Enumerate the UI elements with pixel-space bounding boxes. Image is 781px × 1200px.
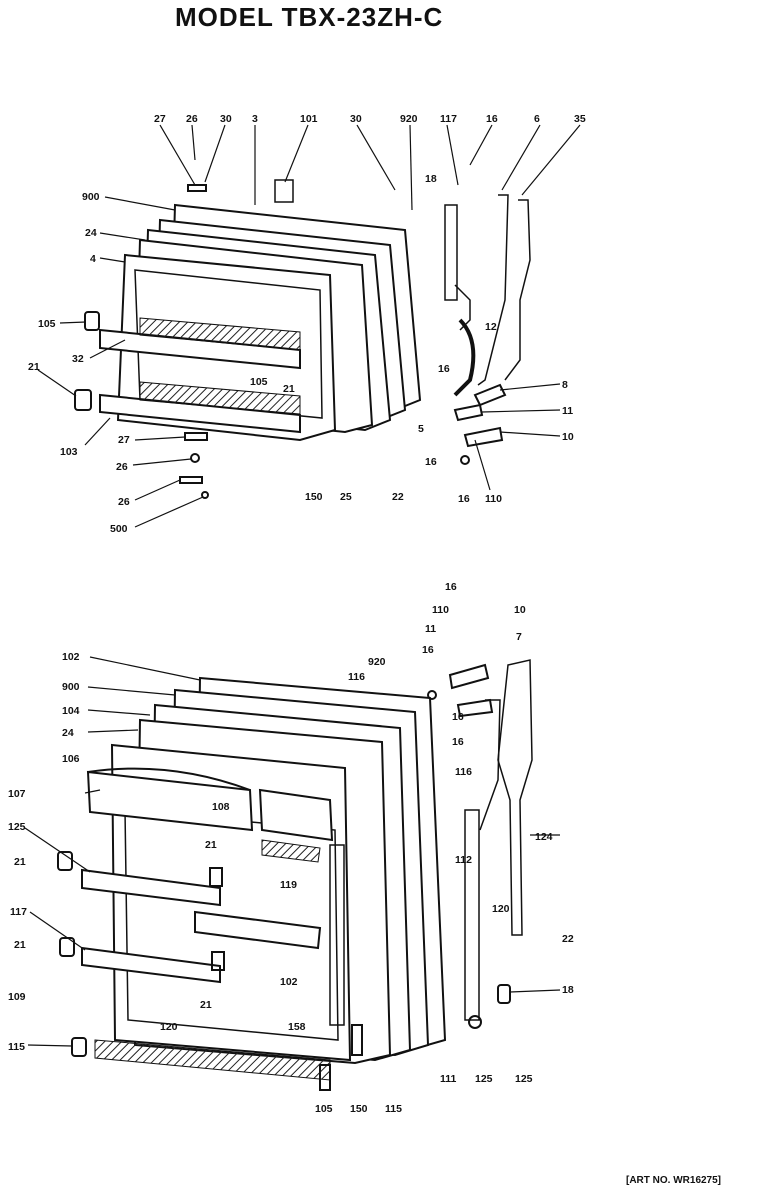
callout-label: 158	[288, 1021, 306, 1033]
callout-label: 21	[205, 839, 217, 851]
callout-label: 22	[562, 933, 574, 945]
callout-label: 920	[368, 656, 386, 668]
callout-label: 21	[28, 361, 40, 373]
callout-label: 3	[252, 113, 258, 125]
callout-label: 35	[574, 113, 586, 125]
callout-label: 26	[186, 113, 198, 125]
callout-label: 30	[350, 113, 362, 125]
callout-label: 21	[283, 383, 295, 395]
callout-label: 21	[14, 856, 26, 868]
callout-label: 500	[110, 523, 128, 535]
callout-label: 105	[250, 376, 268, 388]
callout-label: 22	[392, 491, 404, 503]
callout-label: 16	[452, 711, 464, 723]
callout-label: 115	[385, 1103, 402, 1115]
callout-label: 16	[458, 493, 470, 505]
callout-label: 102	[62, 651, 80, 663]
callout-label: 18	[562, 984, 574, 996]
callout-label: 16	[445, 581, 457, 593]
callout-label: 125	[515, 1073, 533, 1085]
callout-label: 120	[492, 903, 510, 915]
callout-label: 6	[534, 113, 540, 125]
callout-label: 116	[348, 671, 365, 683]
callout-label: 920	[400, 113, 418, 125]
callout-label: 109	[8, 991, 26, 1003]
callout-label: 117	[440, 113, 457, 125]
callout-label: 8	[562, 379, 568, 391]
callout-label: 18	[425, 173, 437, 185]
callout-label: 108	[212, 801, 230, 813]
callout-label: 24	[85, 227, 97, 239]
callout-label: 117	[10, 906, 27, 918]
callout-label: 105	[38, 318, 56, 330]
callout-label: 7	[516, 631, 522, 643]
callout-label: 32	[72, 353, 84, 365]
callout-label: 12	[485, 321, 497, 333]
callout-label: 16	[425, 456, 437, 468]
fresh-food-door-assembly	[57, 659, 533, 1091]
callout-label: 115	[8, 1041, 25, 1053]
callout-label: 102	[280, 976, 298, 988]
callout-label: 24	[62, 727, 74, 739]
callout-label: 116	[455, 766, 472, 778]
callout-label: 4	[90, 253, 96, 265]
leader-lines	[24, 124, 581, 1047]
callout-label: 5	[418, 423, 424, 435]
callout-label: 124	[535, 831, 553, 843]
callout-label: 11	[562, 405, 573, 417]
callout-label: 27	[118, 434, 130, 446]
callout-label: 150	[350, 1103, 368, 1115]
callout-label: 119	[280, 879, 297, 891]
callout-label: 16	[422, 644, 434, 656]
callout-label: 26	[118, 496, 130, 508]
callout-label: 101	[300, 113, 318, 125]
callout-label: 10	[562, 431, 574, 443]
callout-label: 107	[8, 788, 26, 800]
model-title: MODEL TBX-23ZH-C	[175, 2, 444, 32]
callout-label: 16	[438, 363, 450, 375]
callout-label: 110	[485, 493, 502, 505]
callout-label: 11	[425, 623, 436, 635]
callout-label: 26	[116, 461, 128, 473]
callout-label: 125	[8, 821, 26, 833]
callout-label: 150	[305, 491, 323, 503]
callout-label: 27	[154, 113, 166, 125]
callout-label: 120	[160, 1021, 178, 1033]
callout-label: 25	[340, 491, 352, 503]
callout-label: 112	[455, 854, 472, 866]
callout-label: 110	[432, 604, 449, 616]
callout-label: 16	[452, 736, 464, 748]
callout-label: 16	[486, 113, 498, 125]
callout-label: 21	[14, 939, 26, 951]
callout-label: 106	[62, 753, 80, 765]
callout-label: 10	[514, 604, 526, 616]
callout-label: 103	[60, 446, 78, 458]
callout-label: 105	[315, 1103, 333, 1115]
callout-label: 30	[220, 113, 232, 125]
callout-labels: 27 26 30 3 101 30 920 117 16 6 35 900 24…	[8, 113, 586, 1115]
callout-label: 900	[82, 191, 100, 203]
freezer-door-assembly	[74, 179, 531, 499]
callout-label: 125	[475, 1073, 493, 1085]
callout-label: 900	[62, 681, 80, 693]
callout-label: 111	[440, 1073, 457, 1085]
callout-label: 104	[62, 705, 80, 717]
callout-label: 21	[200, 999, 212, 1011]
art-number: [ART NO. WR16275]	[626, 1175, 722, 1186]
